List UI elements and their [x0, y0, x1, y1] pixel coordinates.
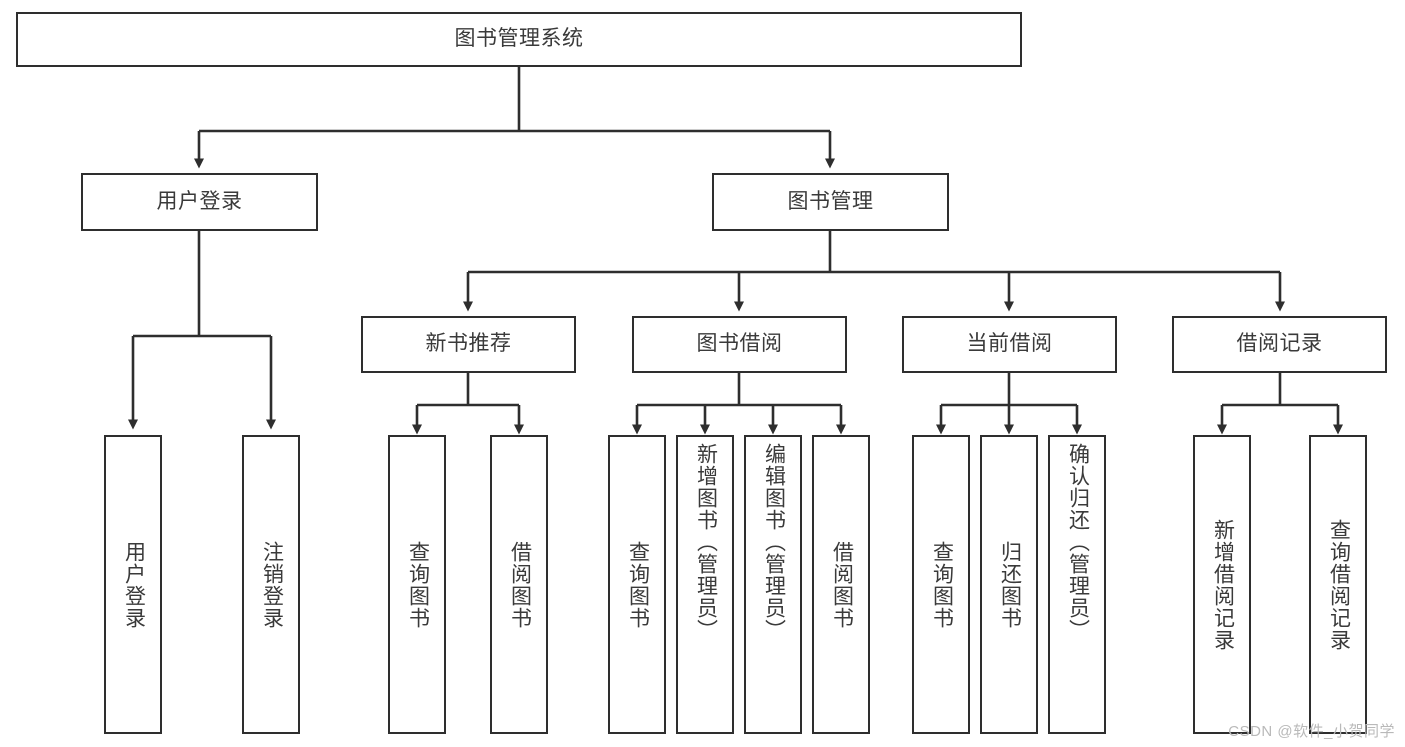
leaf-query-book-1[interactable]: 查询图书: [388, 435, 446, 734]
leaf-query-book-1-label: 查询图书: [406, 540, 430, 629]
node-new-book-recommend[interactable]: 新书推荐: [361, 316, 576, 373]
node-user-login-label: 用户登录: [156, 189, 243, 213]
leaf-user-logout-label: 注销登录: [260, 540, 284, 629]
node-current-borrow[interactable]: 当前借阅: [902, 316, 1117, 373]
leaf-borrow-book-1-label: 借阅图书: [508, 540, 532, 629]
leaf-query-book-2-label: 查询图书: [626, 540, 650, 629]
node-current-borrow-label: 当前借阅: [966, 332, 1053, 356]
leaf-add-record[interactable]: 新增借阅记录: [1193, 435, 1251, 734]
leaf-query-record[interactable]: 查询借阅记录: [1309, 435, 1367, 734]
leaf-user-login-label: 用户登录: [122, 540, 146, 629]
node-new-book-recommend-label: 新书推荐: [425, 332, 512, 356]
node-book-manage-label: 图书管理: [787, 189, 874, 213]
leaf-query-book-2[interactable]: 查询图书: [608, 435, 666, 734]
node-book-borrow[interactable]: 图书借阅: [632, 316, 847, 373]
leaf-confirm-return-label: 确认归还（管理员）: [1066, 443, 1090, 641]
leaf-query-record-label: 查询借阅记录: [1327, 518, 1351, 651]
leaf-return-book[interactable]: 归还图书: [980, 435, 1038, 734]
leaf-query-book-3-label: 查询图书: [930, 540, 954, 629]
leaf-add-record-label: 新增借阅记录: [1211, 518, 1235, 651]
leaf-return-book-label: 归还图书: [998, 540, 1022, 629]
leaf-confirm-return[interactable]: 确认归还（管理员）: [1048, 435, 1106, 734]
node-book-borrow-label: 图书借阅: [696, 332, 783, 356]
leaf-borrow-book-1[interactable]: 借阅图书: [490, 435, 548, 734]
leaf-query-book-3[interactable]: 查询图书: [912, 435, 970, 734]
leaf-user-logout[interactable]: 注销登录: [242, 435, 300, 734]
leaf-edit-book-label: 编辑图书（管理员）: [762, 443, 786, 641]
node-user-login[interactable]: 用户登录: [81, 173, 318, 231]
leaf-user-login[interactable]: 用户登录: [104, 435, 162, 734]
node-root-label: 图书管理系统: [454, 27, 584, 51]
node-root[interactable]: 图书管理系统: [16, 12, 1022, 67]
leaf-borrow-book-2[interactable]: 借阅图书: [812, 435, 870, 734]
node-book-manage[interactable]: 图书管理: [712, 173, 949, 231]
node-borrow-record[interactable]: 借阅记录: [1172, 316, 1387, 373]
leaf-edit-book[interactable]: 编辑图书（管理员）: [744, 435, 802, 734]
leaf-add-book-label: 新增图书（管理员）: [694, 443, 718, 641]
leaf-add-book[interactable]: 新增图书（管理员）: [676, 435, 734, 734]
node-borrow-record-label: 借阅记录: [1236, 332, 1323, 356]
leaf-borrow-book-2-label: 借阅图书: [830, 540, 854, 629]
